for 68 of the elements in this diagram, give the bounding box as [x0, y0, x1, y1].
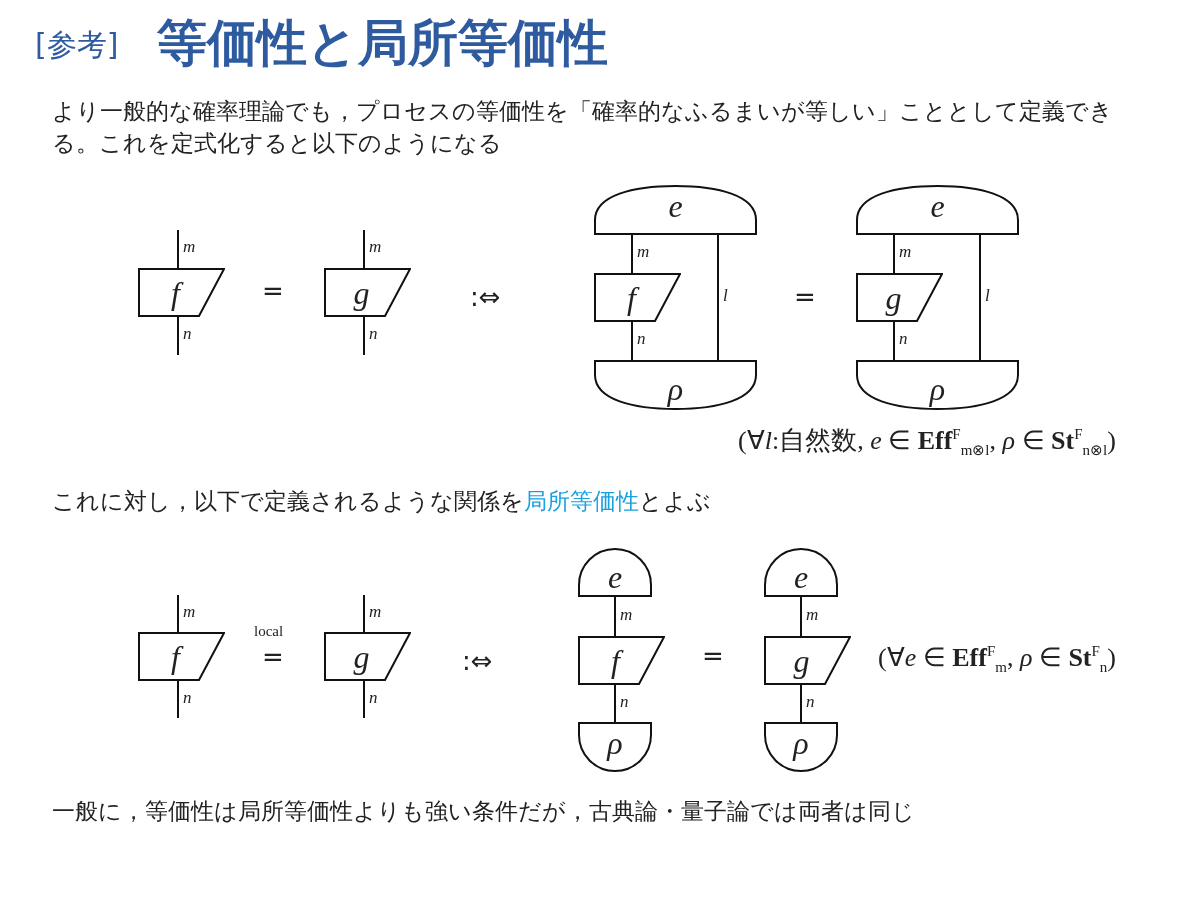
paragraph: 一般に，等価性は局所等価性よりも強い条件だが，古典論・量子論では両者は同じ — [52, 797, 916, 826]
wire-label: n — [620, 692, 629, 710]
equals-sign: = — [794, 284, 816, 310]
title: 等価性と局所等価性 — [157, 13, 608, 74]
wire — [614, 684, 616, 723]
wire — [631, 234, 633, 274]
wire-label: m — [806, 605, 819, 623]
effect-dome: e — [764, 548, 838, 597]
wire — [800, 684, 802, 723]
process-box: g — [324, 632, 411, 681]
wire-label: n — [899, 330, 908, 347]
wire — [614, 596, 616, 637]
wire — [177, 229, 179, 269]
wire-label: n — [637, 330, 646, 347]
wire — [979, 234, 981, 361]
effect-dome: e — [594, 185, 757, 235]
equals-sign: = — [702, 643, 724, 669]
wire-label: m — [369, 602, 382, 620]
process-box: g — [324, 268, 411, 317]
wire — [893, 321, 895, 361]
wire — [363, 680, 365, 719]
effect-dome: e — [578, 548, 652, 597]
highlighted-term: 局所等価性 — [524, 488, 639, 514]
equals-sign: = — [262, 278, 284, 304]
wire-label: m — [369, 238, 382, 255]
wire-label: n — [369, 325, 378, 342]
state-dome: ρ — [594, 360, 757, 410]
equivalence-sign: :⇔ — [470, 284, 501, 310]
wire-label: l — [985, 286, 990, 304]
wire-label: m — [183, 602, 196, 620]
process-box: g — [764, 636, 851, 685]
wire-label: m — [899, 243, 912, 260]
process-box: f — [138, 268, 225, 317]
process-box: f — [578, 636, 665, 685]
paragraph: より一般的な確率理論でも，プロセスの等価性を「確率的なふるまいが等しい」こととして定義できる。これを定式化すると以下のようになる — [52, 97, 1114, 158]
bracket-tag: [参考] — [35, 30, 119, 60]
equivalence-sign: :⇔ — [462, 648, 493, 674]
wire-label: m — [620, 605, 633, 623]
wire — [631, 321, 633, 361]
wire-label: n — [806, 692, 815, 710]
process-box: f — [594, 273, 681, 322]
state-dome: ρ — [764, 722, 838, 772]
equals-sign: = — [262, 644, 284, 670]
wire — [177, 594, 179, 633]
wire — [800, 596, 802, 637]
wire-label: m — [637, 243, 650, 260]
process-box: g — [856, 273, 943, 322]
operator-label: local — [254, 624, 284, 639]
wire — [893, 234, 895, 274]
wire — [363, 229, 365, 269]
effect-dome: e — [856, 185, 1019, 235]
wire — [363, 316, 365, 356]
wire-label: n — [183, 688, 192, 706]
wire — [717, 234, 719, 361]
process-box: f — [138, 632, 225, 681]
state-dome: ρ — [856, 360, 1019, 410]
wire-label: l — [723, 286, 728, 304]
wire — [363, 594, 365, 633]
state-dome: ρ — [578, 722, 652, 772]
formula: (∀e ∈ Eff$^{F}$$_{m}$, ρ ∈ St$^{F}$$_{n}$) — [878, 642, 1117, 677]
wire-label: n — [183, 325, 192, 342]
sentence-text: とよぶ — [639, 488, 711, 514]
wire-label: n — [369, 688, 378, 706]
wire-label: m — [183, 238, 196, 255]
formula: (∀l:自然数, e ∈ Eff$^{F}$$_{m⊗l}$, ρ ∈ St$^{F}$$_{n⊗l}$) — [738, 425, 1116, 460]
wire — [177, 316, 179, 356]
sentence-text: これに対し，以下で定義されるような関係を — [52, 488, 524, 514]
wire — [177, 680, 179, 719]
